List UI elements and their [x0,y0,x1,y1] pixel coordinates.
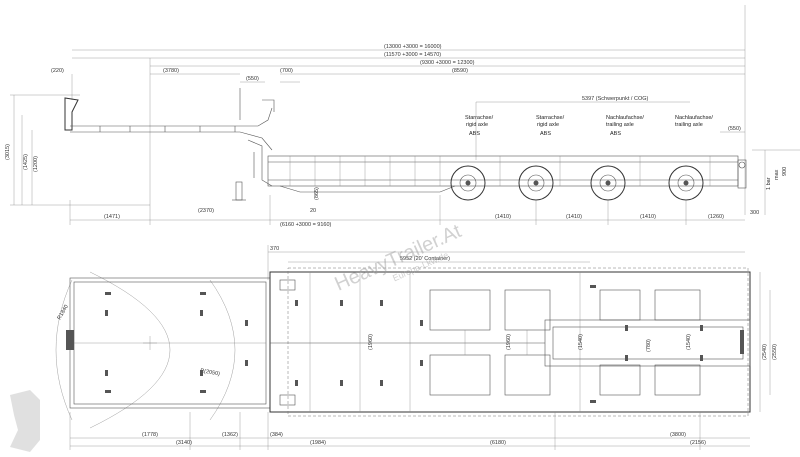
bottom-dim-2: (3140) [176,440,192,446]
right-dim-2: (2550) [772,344,778,360]
radius-label-2: R(2050) [200,368,221,377]
dim-height-deck: (1200) [33,156,39,172]
svg-text:trailing axle: trailing axle [606,122,634,128]
dim-bottom-2: (2370) [198,208,214,214]
axle-label-4: Nachlaufachse/ trailing axle [675,115,713,128]
right-dim-1: (2540) [762,344,768,360]
top-view: 370 5952 (20' Container) R1840 R(2050) [55,245,778,450]
dim-ground: 300 [750,210,759,216]
axle-label-1: Starrachse/ rigid axle ABS [465,115,494,137]
dim-deck: (8590) [452,68,468,74]
axle-label-2: Starrachse/ rigid axle ABS [536,115,565,137]
radius-label-1: R1840 [57,304,70,321]
dim-rear-overhang: (550) [728,126,741,132]
axle-label-3: Nachlaufachse/ trailing axle ABS [606,115,644,137]
inner-dim-1: (1960) [368,334,374,350]
dim-neck-2: (550) [246,76,259,82]
dim-length-2: (11570 +3000 = 14570) [384,52,441,58]
bottom-dim-5: (1984) [310,440,326,446]
svg-text:Nachlaufachse/: Nachlaufachse/ [675,115,713,121]
bottom-dim-4: (384) [270,432,283,438]
dim-bottom-5: (1410) [495,214,511,220]
dim-bottom-1: (1471) [104,214,120,220]
dim-bottom-8: (1260) [708,214,724,220]
svg-text:Starrachse/: Starrachse/ [536,115,565,121]
dim-neck: (700) [280,68,293,74]
dim-length-3: (9300 +3000 = 12300) [420,60,475,66]
label-max: max [774,169,780,180]
inner-dim-2: (1960) [506,334,512,350]
dim-mid-height: (865) [314,187,320,200]
svg-text:ABS: ABS [469,131,480,137]
dim-bottom-3: (6160 +3000 = 9160) [280,222,332,228]
dim-gooseneck: (3780) [163,68,179,74]
dim-front: (220) [51,68,64,74]
svg-text:Starrachse/: Starrachse/ [465,115,494,121]
label-900: 900 [782,167,788,176]
svg-text:ABS: ABS [540,131,551,137]
svg-text:Nachlaufachse/: Nachlaufachse/ [606,115,644,121]
side-view: (13000 +3000 = 16000) (11570 +3000 = 145… [5,5,800,228]
top-dim-370: 370 [270,246,279,252]
dim-bottom-6: (1410) [566,214,582,220]
svg-text:trailing axle: trailing axle [675,122,703,128]
bottom-dim-7: (3800) [670,432,686,438]
watermark: HeavyTrailer.At Europa-Lkw.de [331,220,465,296]
dim-overall-length: (13000 +3000 = 16000) [384,44,442,50]
watermark-logo [10,390,40,452]
dim-bottom-7: (1410) [640,214,656,220]
cog-label: 5397 (Schwerpunkt / COG) [582,96,649,102]
svg-text:rigid axle: rigid axle [537,122,559,128]
inner-dim-5: (1540) [686,334,692,350]
inner-dim-4: (780) [646,339,652,352]
label-pressure: 1 bar [766,177,772,190]
svg-text:rigid axle: rigid axle [466,122,488,128]
dim-bottom-4: 20 [310,208,316,214]
bottom-dim-1: (1778) [142,432,158,438]
bottom-dim-6: (6180) [490,440,506,446]
top-dim-container: 5952 (20' Container) [400,256,450,262]
side-wheels [450,165,704,201]
dim-height-coupling: (1425) [23,154,29,170]
dim-height-total: (3015) [5,144,11,160]
bottom-dim-3: (1362) [222,432,238,438]
bottom-dim-8: (2156) [690,440,706,446]
inner-dim-3: (1540) [578,334,584,350]
svg-text:ABS: ABS [610,131,621,137]
